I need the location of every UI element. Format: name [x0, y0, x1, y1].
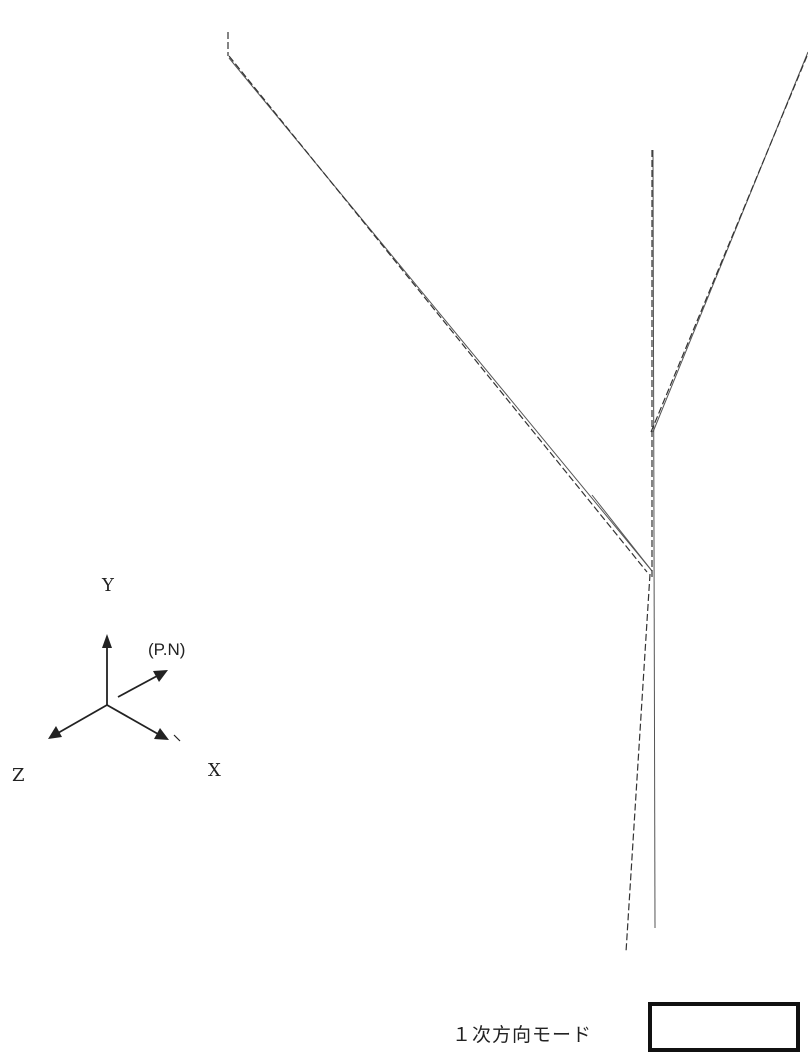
axes-triad: [48, 634, 181, 742]
y-arrowhead: [102, 634, 112, 648]
y-axis-label: Y: [102, 575, 114, 596]
deformed-upper-right-member: [650, 55, 808, 433]
caption-redacted-box: [648, 1002, 800, 1052]
x-axis-arrow: [106, 704, 159, 735]
pn-label: (P.N): [148, 640, 186, 659]
undeformed-upper-right-member: [652, 51, 808, 433]
mode-caption: １次方向モード: [452, 1024, 593, 1046]
pn-tick: [173, 734, 181, 742]
deformed-upper-left-member: [228, 55, 648, 573]
undeformed-brace: [591, 494, 653, 572]
z-axis-arrow: [57, 704, 108, 734]
x-arrowhead: [154, 728, 169, 740]
pn-arrowhead: [153, 670, 168, 682]
undeformed-vertical-column: [652, 149, 656, 929]
deformed-mode-shape: [227, 32, 808, 953]
z-axis-label: Z: [12, 765, 25, 786]
z-arrowhead: [48, 726, 62, 739]
pn-arrow: [117, 675, 158, 698]
x-axis-label: X: [208, 760, 221, 781]
deformed-column-lower: [625, 573, 651, 953]
undeformed-structure: [228, 51, 808, 929]
